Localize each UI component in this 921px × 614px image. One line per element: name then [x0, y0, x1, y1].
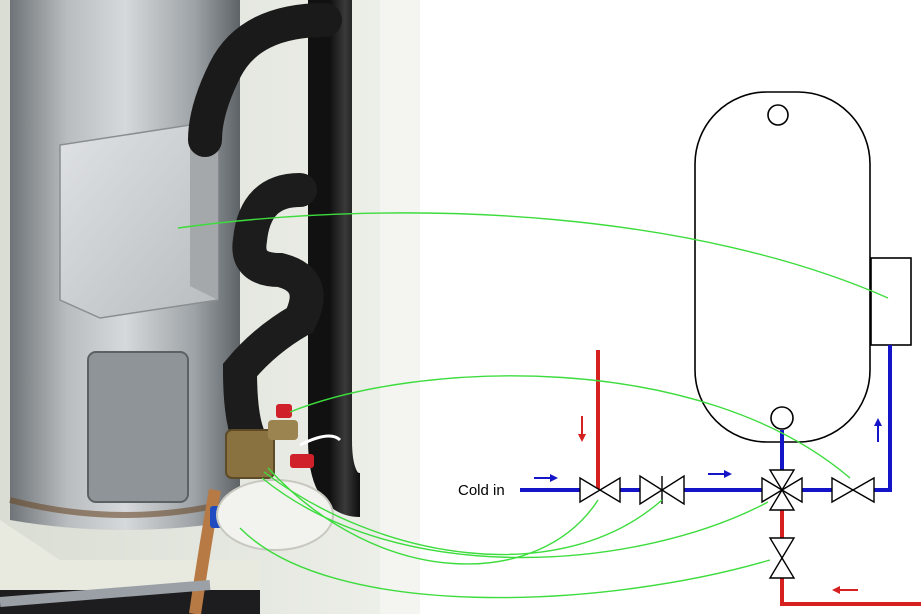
hot-pipe-lower-2: [780, 578, 921, 606]
cold-flow-arrow: [708, 470, 732, 478]
brass-fitting: [268, 420, 298, 440]
red-valve-handle-lower: [290, 454, 314, 468]
insulated-pipe-loop: [222, 173, 324, 457]
tee-valve-right: [780, 476, 803, 504]
cold-up-arrow: [874, 418, 882, 442]
cold-in-label: Cold in: [458, 482, 505, 499]
control-box-side: [190, 125, 218, 300]
callout-isolation-valve: [289, 375, 851, 479]
control-box-schematic: [870, 257, 912, 346]
hot-pipework: [596, 350, 921, 606]
hot-left-arrow: [832, 586, 858, 594]
valve-symbols: [579, 469, 875, 579]
callout-check-valve: [263, 471, 663, 556]
tee-valve-left: [761, 476, 784, 504]
valve-cold-in-left: [579, 476, 602, 504]
callout-tee-valve: [261, 477, 769, 559]
callout-lines: [177, 212, 889, 599]
check-valve-right: [660, 474, 685, 506]
tank-bottom-port: [770, 406, 794, 430]
tank-access-panel: [87, 351, 189, 503]
white-cable: [299, 434, 342, 447]
tee-valve-bottom: [768, 488, 796, 511]
grey-pipe: [0, 580, 211, 607]
check-valve-left: [639, 474, 664, 506]
drain-dish: [216, 479, 334, 551]
cold-pipework: [520, 345, 892, 492]
callout-control-box: [177, 212, 889, 299]
hot-down-arrow: [578, 416, 586, 442]
schematic: Cold in: [458, 91, 921, 606]
insulated-pipe-vertical: [308, 0, 363, 517]
flow-arrows: [534, 416, 882, 594]
valve-right-left: [831, 476, 855, 504]
tank-top-port: [767, 104, 789, 126]
tee-valve-top: [768, 469, 796, 492]
brass-manifold: [225, 429, 275, 479]
drain-valve-top: [768, 537, 796, 560]
copper-pipe: [189, 488, 221, 614]
tank-outline: [694, 91, 871, 443]
cold-in-arrow: [534, 474, 558, 482]
wall-edge: [380, 0, 420, 614]
callout-drain-valve: [239, 527, 771, 599]
cold-pipe-to-control: [874, 345, 892, 492]
red-valve-handle-upper: [276, 404, 292, 418]
installation-photo: [0, 0, 420, 614]
insulated-pipe-top: [188, 3, 342, 157]
valve-right-right: [851, 476, 875, 504]
drain-valve-bottom: [768, 556, 796, 579]
callout-cold-in-valve: [267, 467, 599, 565]
valve-cold-in-right: [598, 476, 621, 504]
